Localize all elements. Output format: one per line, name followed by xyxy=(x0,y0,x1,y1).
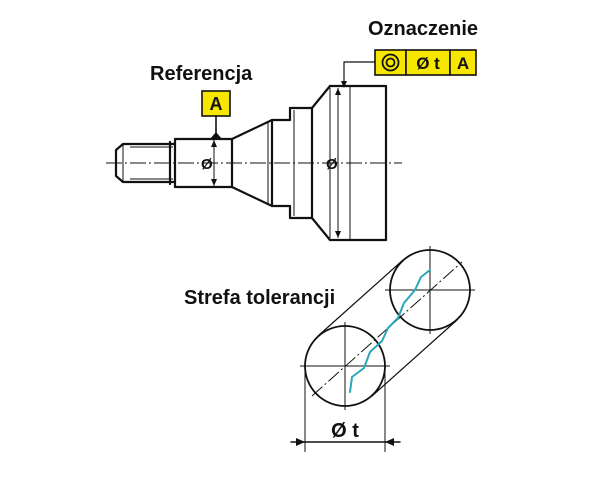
tolerance-zone-label: Strefa tolerancji xyxy=(184,287,335,309)
fcf-datum-text: A xyxy=(457,54,469,73)
designation-label: Oznaczenie xyxy=(368,18,478,40)
shaft-taper xyxy=(230,118,274,208)
tolerance-dimension: Ø t xyxy=(290,366,401,452)
tolerance-zone xyxy=(300,246,475,410)
actual-axis-curve xyxy=(349,269,431,393)
reference-cylinder xyxy=(168,137,234,189)
reference-diameter-symbol: Ø xyxy=(201,156,213,173)
datum-triangle xyxy=(210,132,222,139)
shaft-drawing xyxy=(106,84,402,242)
reference-label: Referencja xyxy=(150,63,253,85)
feature-control-frame: Ø t A xyxy=(374,49,477,76)
zone-tangent-lower xyxy=(371,319,458,397)
toleranced-cylinder xyxy=(310,84,388,242)
shaft-step xyxy=(270,106,314,220)
datum-letter: A xyxy=(210,94,223,114)
zone-tangent-upper xyxy=(317,259,404,337)
dim-tolerance-text: Ø t xyxy=(331,420,359,442)
fcf-leader xyxy=(343,61,376,85)
fcf-cell-datum xyxy=(449,49,477,76)
cylinder-diameter-symbol: Ø xyxy=(326,156,338,173)
fcf-leader-arrow xyxy=(341,81,347,88)
concentricity-icon xyxy=(381,53,400,72)
fcf-tolerance-text: Ø t xyxy=(416,54,440,73)
shaft-end-stub xyxy=(114,142,177,184)
